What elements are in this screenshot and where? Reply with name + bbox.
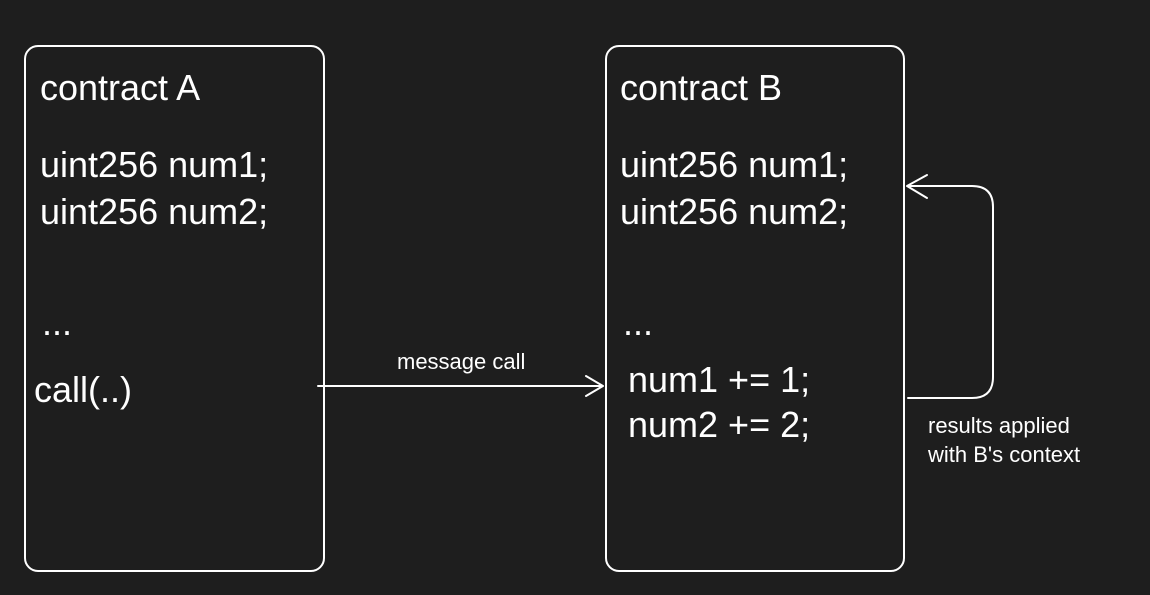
message-call-label: message call bbox=[397, 349, 526, 374]
contract-b-num2-decl: uint256 num2; bbox=[620, 191, 849, 232]
contract-b-box bbox=[605, 45, 905, 572]
contract-a-num2-decl: uint256 num2; bbox=[40, 191, 269, 232]
results-label: results applied with B's context bbox=[928, 412, 1080, 469]
contract-b-ellipsis: ... bbox=[623, 302, 654, 343]
results-loop-arrowhead bbox=[906, 174, 928, 199]
contract-b-num1-increment: num1 += 1; bbox=[628, 359, 811, 400]
contract-a-call: call(..) bbox=[34, 369, 132, 410]
results-label-line1: results applied bbox=[928, 413, 1070, 438]
message-call-arrowhead bbox=[585, 375, 604, 397]
results-label-line2: with B's context bbox=[928, 441, 1081, 467]
contract-a-ellipsis: ... bbox=[42, 302, 73, 343]
contract-b-num1-decl: uint256 num1; bbox=[620, 144, 849, 185]
contract-b-num2-increment: num2 += 2; bbox=[628, 404, 811, 445]
contract-a-title: contract A bbox=[40, 67, 201, 108]
contract-a-box bbox=[24, 45, 325, 572]
contract-a-num1-decl: uint256 num1; bbox=[40, 144, 269, 185]
results-loop-arrow bbox=[907, 185, 994, 399]
contract-b-title: contract B bbox=[620, 67, 783, 108]
